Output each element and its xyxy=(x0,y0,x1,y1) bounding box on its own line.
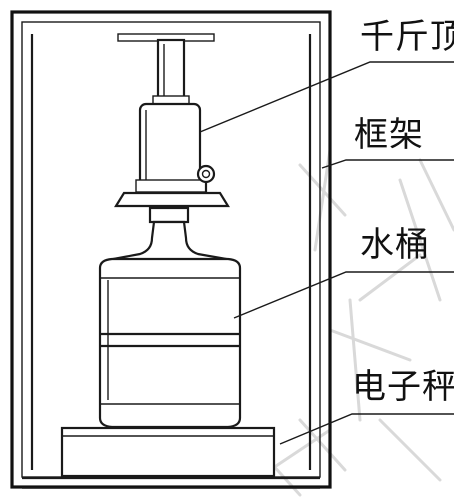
electronic-scale xyxy=(60,426,276,478)
label-frame: 框架 xyxy=(354,115,424,155)
leader-lines xyxy=(199,61,454,445)
jack xyxy=(114,38,230,208)
frame xyxy=(10,10,332,489)
label-bucket: 水桶 xyxy=(360,225,430,265)
water-bucket xyxy=(98,206,242,429)
label-scale: 电子秤 xyxy=(352,367,454,407)
label-jack: 千斤顶 xyxy=(360,17,454,57)
